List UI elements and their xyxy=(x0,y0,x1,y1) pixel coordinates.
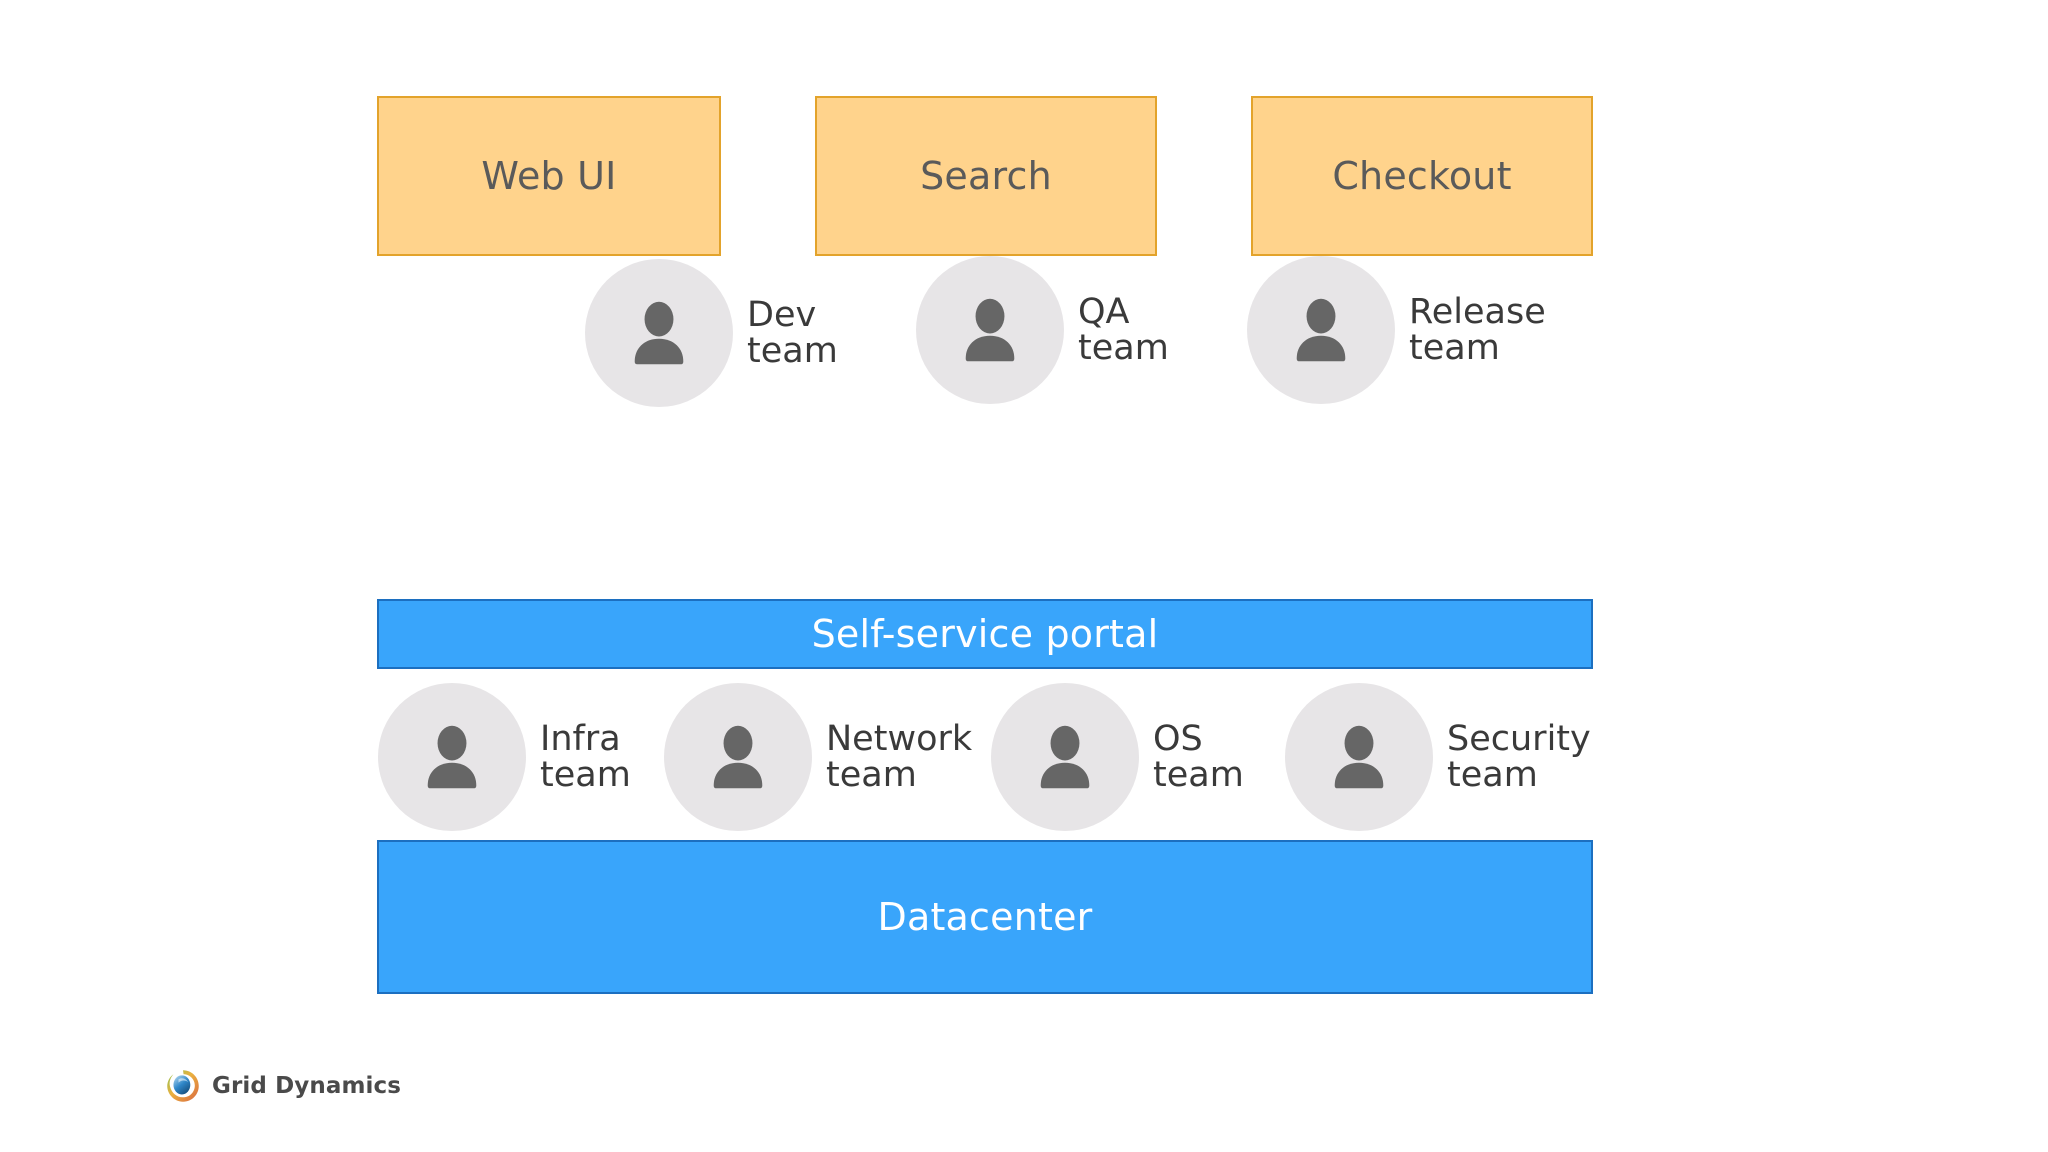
infra-bar-datacenter[interactable]: Datacenter xyxy=(377,840,1593,994)
team-label: QA team xyxy=(1078,291,1169,368)
person-avatar-icon xyxy=(1247,256,1395,404)
person-avatar-icon xyxy=(664,683,812,831)
team-label: Infra team xyxy=(540,718,631,795)
app-box-web-ui[interactable]: Web UI xyxy=(377,96,721,256)
team-label: Release team xyxy=(1409,291,1546,368)
app-box-checkout[interactable]: Checkout xyxy=(1251,96,1593,256)
team-dev[interactable]: Dev team xyxy=(585,259,838,407)
person-avatar-icon xyxy=(991,683,1139,831)
infra-bar-self-service-portal[interactable]: Self-service portal xyxy=(377,599,1593,669)
team-security[interactable]: Security team xyxy=(1285,683,1591,831)
brand-logo: Grid Dynamics xyxy=(165,1068,401,1104)
team-network[interactable]: Network team xyxy=(664,683,972,831)
team-label: Dev team xyxy=(747,294,838,371)
app-box-search[interactable]: Search xyxy=(815,96,1157,256)
team-label: Network team xyxy=(826,718,973,795)
person-avatar-icon xyxy=(378,683,526,831)
person-avatar-icon xyxy=(1285,683,1433,831)
grid-dynamics-logo-icon xyxy=(165,1068,201,1104)
logo-text: Grid Dynamics xyxy=(212,1073,402,1099)
person-avatar-icon xyxy=(916,256,1064,404)
team-label: OS team xyxy=(1153,718,1244,795)
team-os[interactable]: OS team xyxy=(991,683,1244,831)
team-qa[interactable]: QA team xyxy=(916,256,1169,404)
team-release[interactable]: Release team xyxy=(1247,256,1546,404)
team-label: Security team xyxy=(1447,718,1591,795)
person-avatar-icon xyxy=(585,259,733,407)
team-infra[interactable]: Infra team xyxy=(378,683,631,831)
